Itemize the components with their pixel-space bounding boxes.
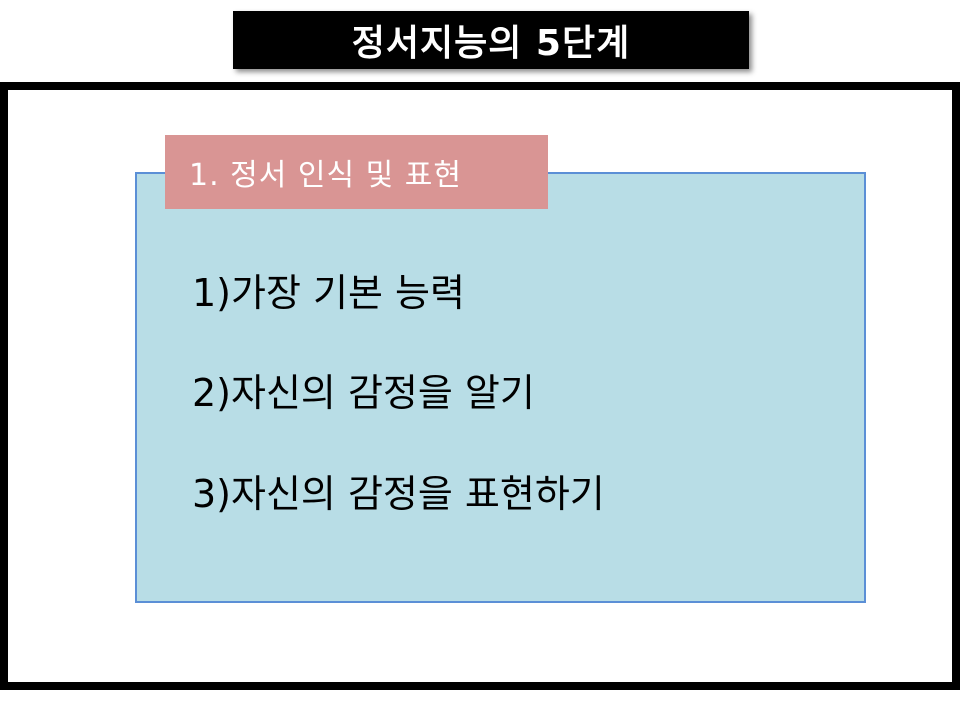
list-item: 2)자신의 감정을 알기: [192, 371, 535, 415]
section-heading: 1. 정서 인식 및 표현: [189, 158, 462, 193]
slide-title: 정서지능의 5단계: [351, 23, 631, 64]
section-heading-box: 1. 정서 인식 및 표현: [165, 135, 548, 209]
list-item: 3)자신의 감정을 표현하기: [192, 472, 605, 516]
content-panel: [135, 172, 866, 603]
list-item: 1)가장 기본 능력: [192, 271, 465, 315]
slide-title-banner: 정서지능의 5단계: [233, 11, 749, 69]
